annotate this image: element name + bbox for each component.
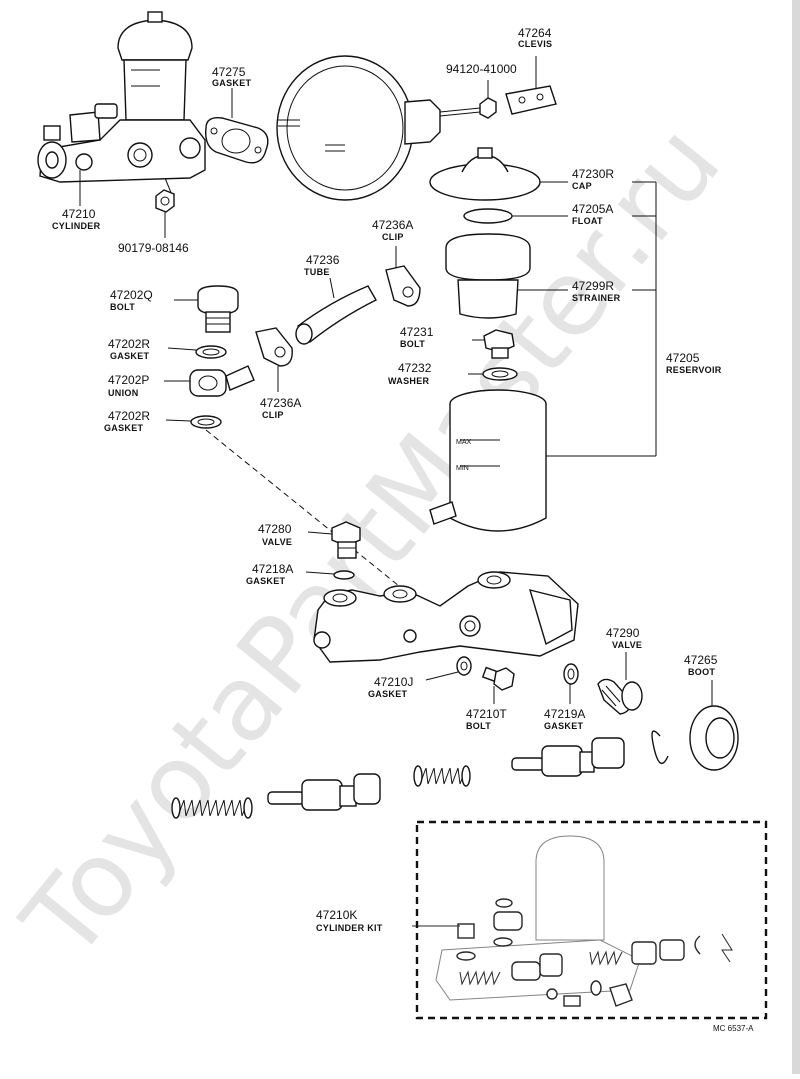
gasket-47202r-1-part: [167, 345, 227, 359]
snap-ring-part: [651, 730, 669, 765]
part-name-cylinder: CYLINDER: [52, 221, 101, 231]
part-name-gasket-10j: GASKET: [368, 689, 408, 699]
part-number-47236: 47236: [306, 253, 340, 267]
gasket-47202r-2-part: [165, 415, 222, 429]
part-number-47205: 47205: [666, 351, 700, 365]
gasket-47210j-part: [425, 656, 472, 681]
part-name-cylinder-kit: CYLINDER KIT: [316, 923, 383, 933]
part-number-47210t: 47210T: [466, 707, 507, 721]
part-number-47265: 47265: [684, 653, 718, 667]
cylinder-kit-box: [415, 820, 768, 1020]
part-name-reservoir: RESERVOIR: [666, 365, 722, 375]
part-name-gasket-18a: GASKET: [246, 576, 286, 586]
bottom-margin: [0, 1036, 800, 1074]
part-number-47230r: 47230R: [572, 167, 614, 181]
part-name-gasket-19a: GASKET: [544, 721, 584, 731]
part-name-clip-top: CLIP: [382, 232, 404, 242]
union-47202p-part: [164, 365, 255, 397]
boot-47265-part: [689, 680, 739, 771]
part-name-valve-90: VALVE: [612, 640, 642, 650]
part-name-gasket-r1: GASKET: [110, 351, 150, 361]
part-name-float: FLOAT: [572, 216, 603, 226]
right-edge-strip: [792, 0, 800, 1074]
float-part: [463, 208, 568, 224]
part-name-washer: WASHER: [388, 376, 430, 386]
bolt-47231-part: [472, 329, 515, 359]
part-number-47210k: 47210K: [316, 908, 357, 922]
pistons-and-springs: [171, 737, 625, 819]
part-number-47219a: 47219A: [544, 707, 585, 721]
figure-code: MC 6537-A: [713, 1024, 754, 1033]
part-name-gasket-r2: GASKET: [104, 423, 144, 433]
part-number-47202p: 47202P: [108, 373, 149, 387]
alignment-dashed-line: [205, 429, 405, 591]
part-number-47264: 47264: [518, 26, 552, 40]
reservoir-max-mark: MAX: [456, 439, 472, 446]
part-number-47210: 47210: [62, 207, 96, 221]
part-number-47299r: 47299R: [572, 279, 614, 293]
clip-47236a-bottom-part: [255, 327, 293, 392]
part-number-47236a-top: 47236A: [372, 218, 413, 232]
part-name-bolt: BOLT: [400, 339, 425, 349]
part-number-94120: 94120-41000: [446, 62, 517, 76]
valve-47290-part: [597, 652, 643, 715]
part-name-union: UNION: [108, 388, 139, 398]
nut-94120-part: [479, 80, 497, 119]
nut-part: [155, 189, 175, 238]
washer-47232-part: [468, 367, 518, 381]
brake-booster-part: [276, 55, 481, 201]
gasket-47218a-part: [305, 570, 355, 580]
part-number-47210j: 47210J: [374, 675, 413, 689]
part-number-47290: 47290: [606, 626, 640, 640]
gasket-47219a-part: [563, 663, 579, 704]
part-name-boot: BOOT: [688, 667, 715, 677]
clip-47236a-top-part: [385, 246, 421, 307]
part-name-cap: CAP: [572, 181, 592, 191]
cylinder-assembly-drawing: [37, 11, 206, 200]
clevis-part: [505, 56, 557, 115]
part-number-47231: 47231: [400, 325, 434, 339]
part-number-47202q: 47202Q: [110, 288, 153, 302]
bolt-47202q-part: [174, 285, 239, 333]
part-number-47232: 47232: [398, 361, 432, 375]
bolt-47210t-part: [481, 666, 515, 704]
reservoir-min-mark: MIN: [456, 465, 469, 472]
part-name-valve-80: VALVE: [262, 537, 292, 547]
reservoir-cap-part: [429, 147, 568, 201]
part-name-strainer: STRAINER: [572, 293, 621, 303]
master-cylinder-body-part: [313, 571, 579, 663]
part-number-47275: 47275: [212, 65, 246, 79]
part-name-tube: TUBE: [304, 267, 330, 277]
part-number-90179: 90179-08146: [118, 241, 189, 255]
part-number-47280: 47280: [258, 522, 292, 536]
part-number-47218a: 47218A: [252, 562, 293, 576]
part-name-clip-bottom: CLIP: [262, 410, 284, 420]
gasket-47275-part: [205, 88, 269, 164]
reservoir-bracket: [546, 181, 657, 457]
strainer-part: [445, 233, 568, 319]
valve-47280-part: [307, 521, 361, 559]
cylinder-kit-contents: [412, 835, 733, 1007]
part-name-bolt-10t: BOLT: [466, 721, 491, 731]
part-name-clevis: CLEVIS: [518, 39, 552, 49]
part-number-47205a: 47205A: [572, 202, 613, 216]
reservoir-body-part: MAX MIN: [429, 389, 547, 532]
part-number-47236a-bottom: 47236A: [260, 396, 301, 410]
part-number-47202r-1: 47202R: [108, 337, 150, 351]
callout-cylinder: 47210 CYLINDER: [52, 170, 101, 231]
part-name-bolt-q: BOLT: [110, 302, 135, 312]
watermark-text: ToyotaPartMaster.ru: [0, 102, 744, 981]
tube-part: [295, 277, 377, 345]
part-number-47202r-2: 47202R: [108, 409, 150, 423]
part-name-gasket: GASKET: [212, 78, 252, 88]
